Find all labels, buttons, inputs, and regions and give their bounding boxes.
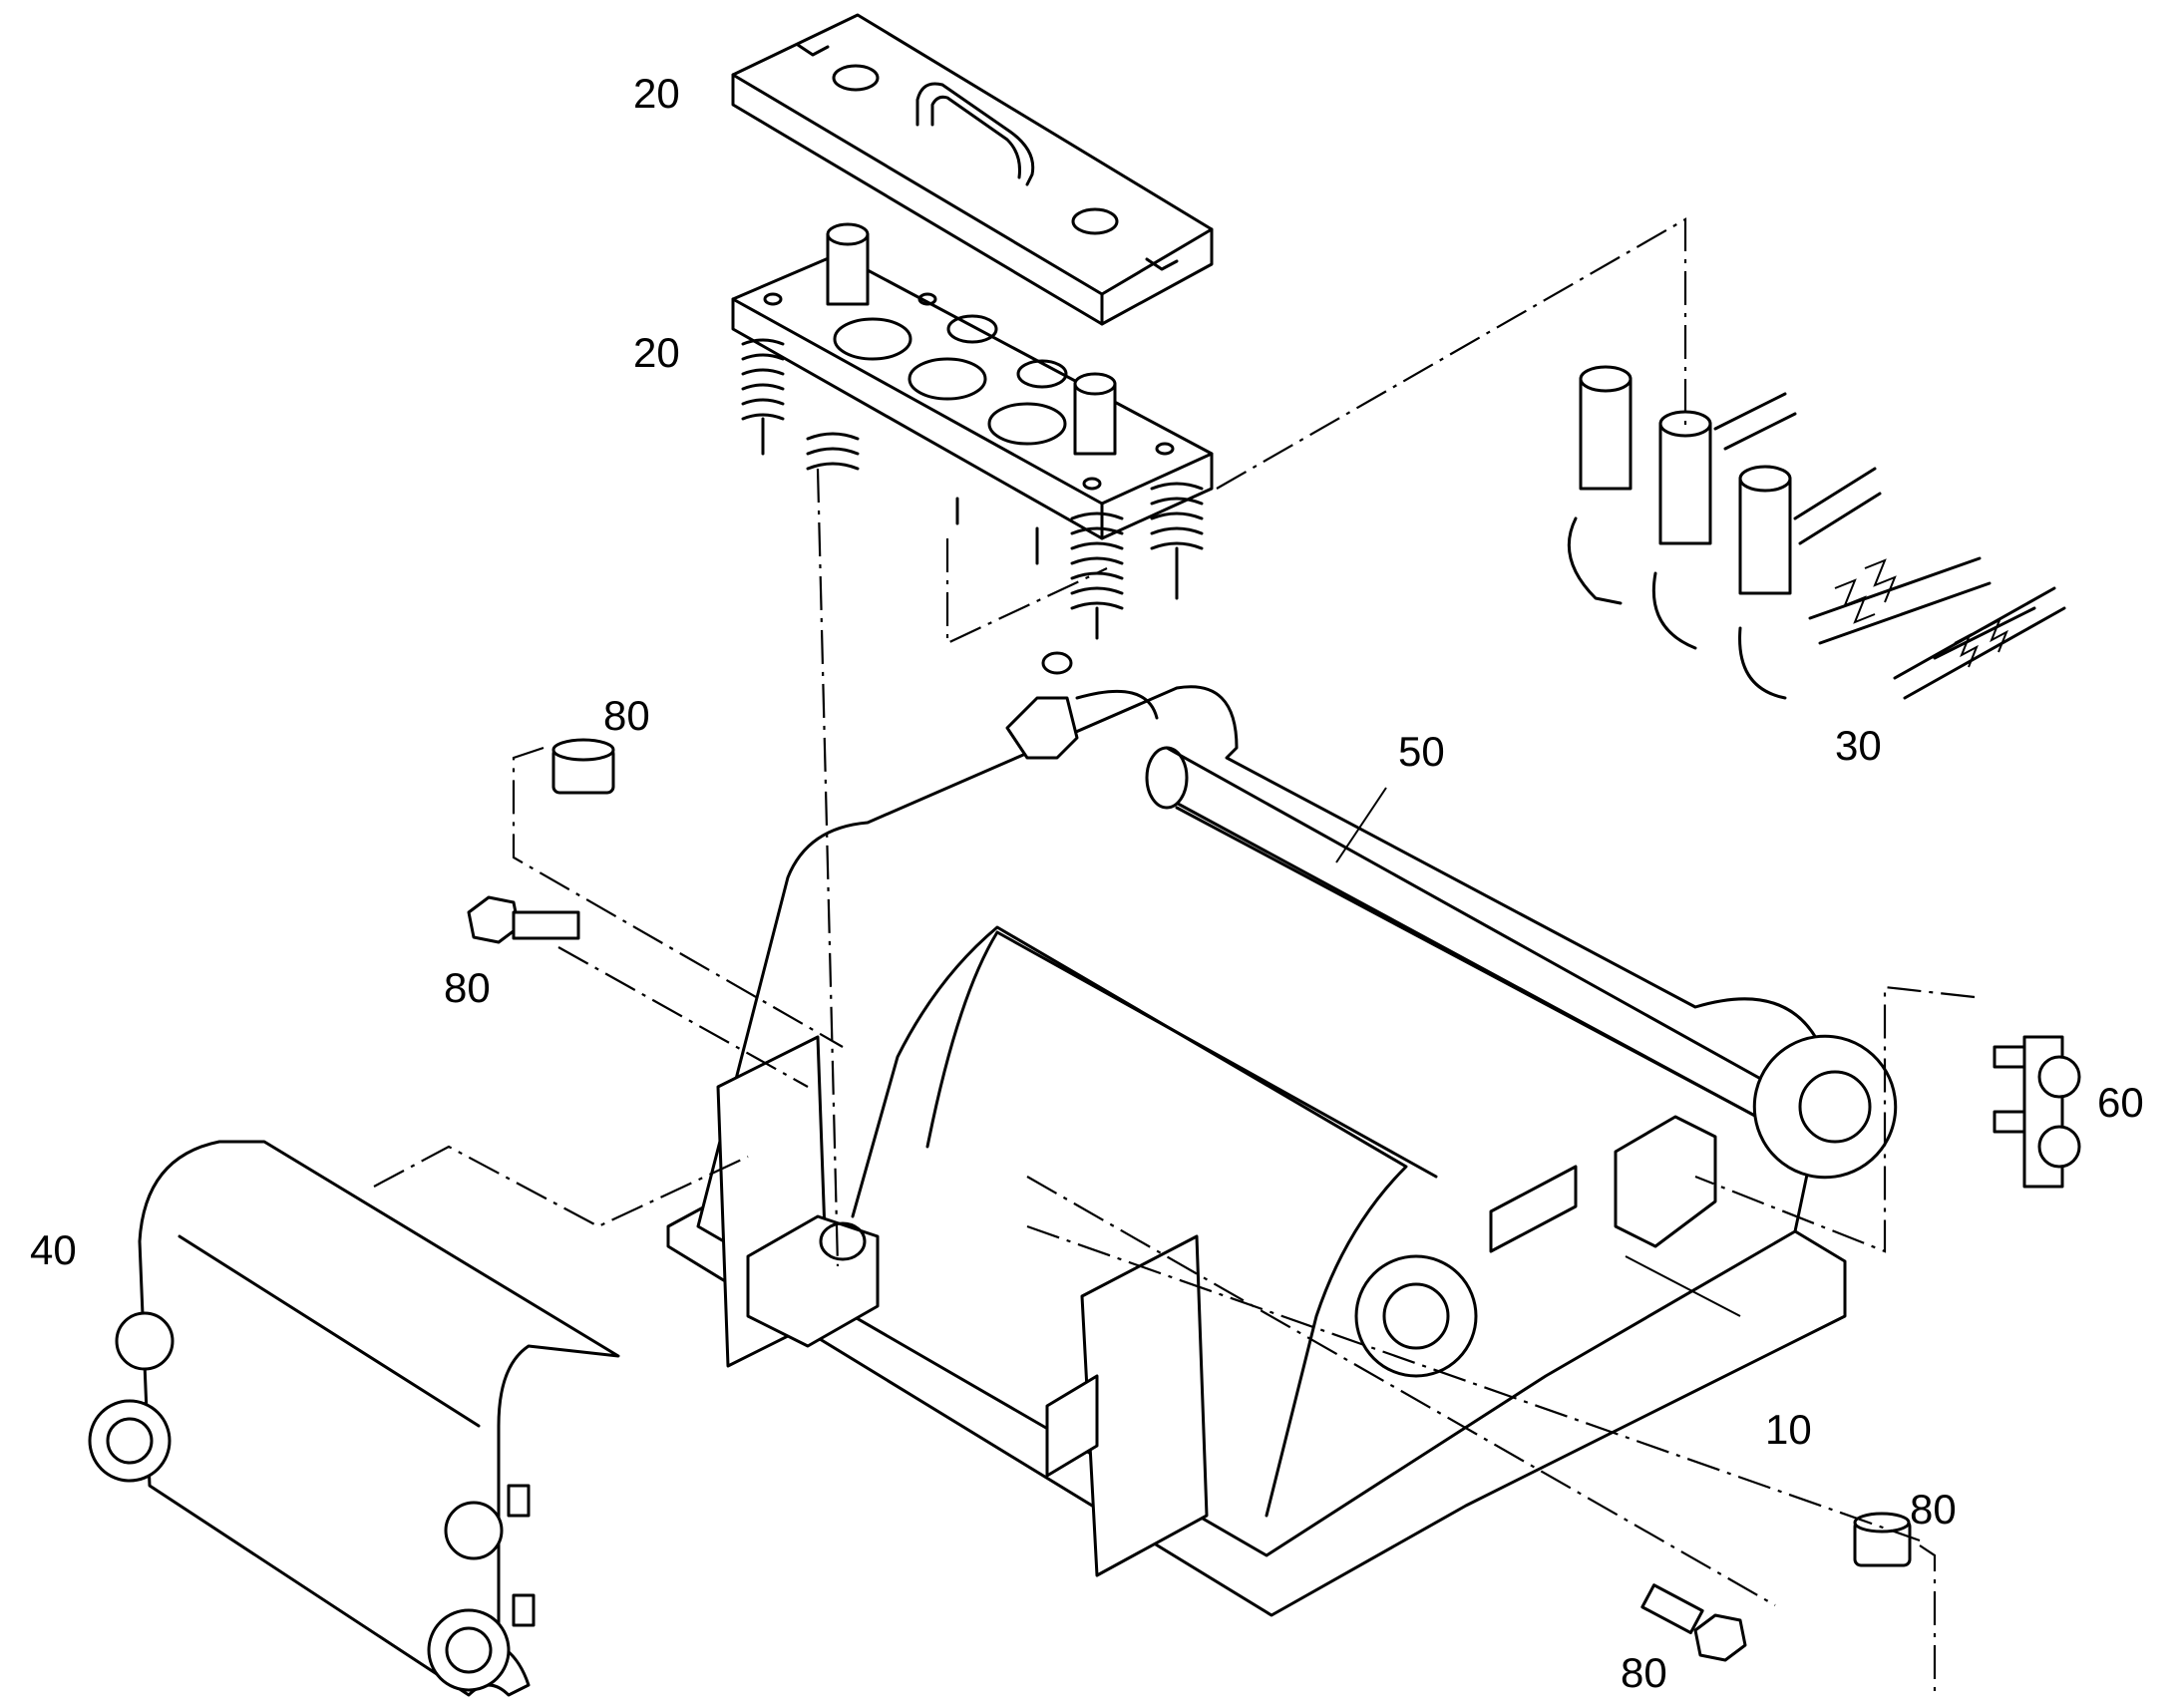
callout-10-frame: 10 bbox=[1765, 1406, 1812, 1453]
callout-labels: 20 20 30 50 80 80 60 40 10 80 80 bbox=[30, 70, 2144, 1696]
callout-80-bushing-lower: 80 bbox=[1910, 1486, 1957, 1533]
cover-plate-part bbox=[731, 13, 1214, 326]
callout-80-bushing-upper: 80 bbox=[603, 692, 650, 739]
lock-clamp-part bbox=[1993, 1035, 2081, 1189]
hydraulic-couplings-part bbox=[1567, 365, 2066, 700]
callout-80-bolt-upper: 80 bbox=[444, 964, 491, 1011]
callout-40-side-cover: 40 bbox=[30, 1226, 77, 1273]
callout-20-valve-block: 20 bbox=[633, 329, 680, 376]
side-cover-part bbox=[88, 1140, 620, 1697]
bolt-upper-left bbox=[467, 895, 580, 944]
callout-50-main-pin: 50 bbox=[1398, 728, 1445, 775]
bushing-upper-left bbox=[551, 738, 615, 795]
leader-lines bbox=[1335, 787, 1741, 1317]
callout-60-lock-clamp: 60 bbox=[2097, 1079, 2144, 1126]
callout-30-hydraulic-couplings: 30 bbox=[1835, 722, 1882, 769]
callout-20-cover-plate: 20 bbox=[633, 70, 680, 117]
bolt-lower-right bbox=[1640, 1583, 1747, 1662]
main-frame-part bbox=[666, 651, 1898, 1617]
valve-block-part bbox=[731, 222, 1214, 640]
callout-80-bolt-lower: 80 bbox=[1621, 1649, 1667, 1696]
bolts-bushings-part bbox=[467, 738, 1912, 1662]
assembly-lines bbox=[373, 217, 1976, 1695]
